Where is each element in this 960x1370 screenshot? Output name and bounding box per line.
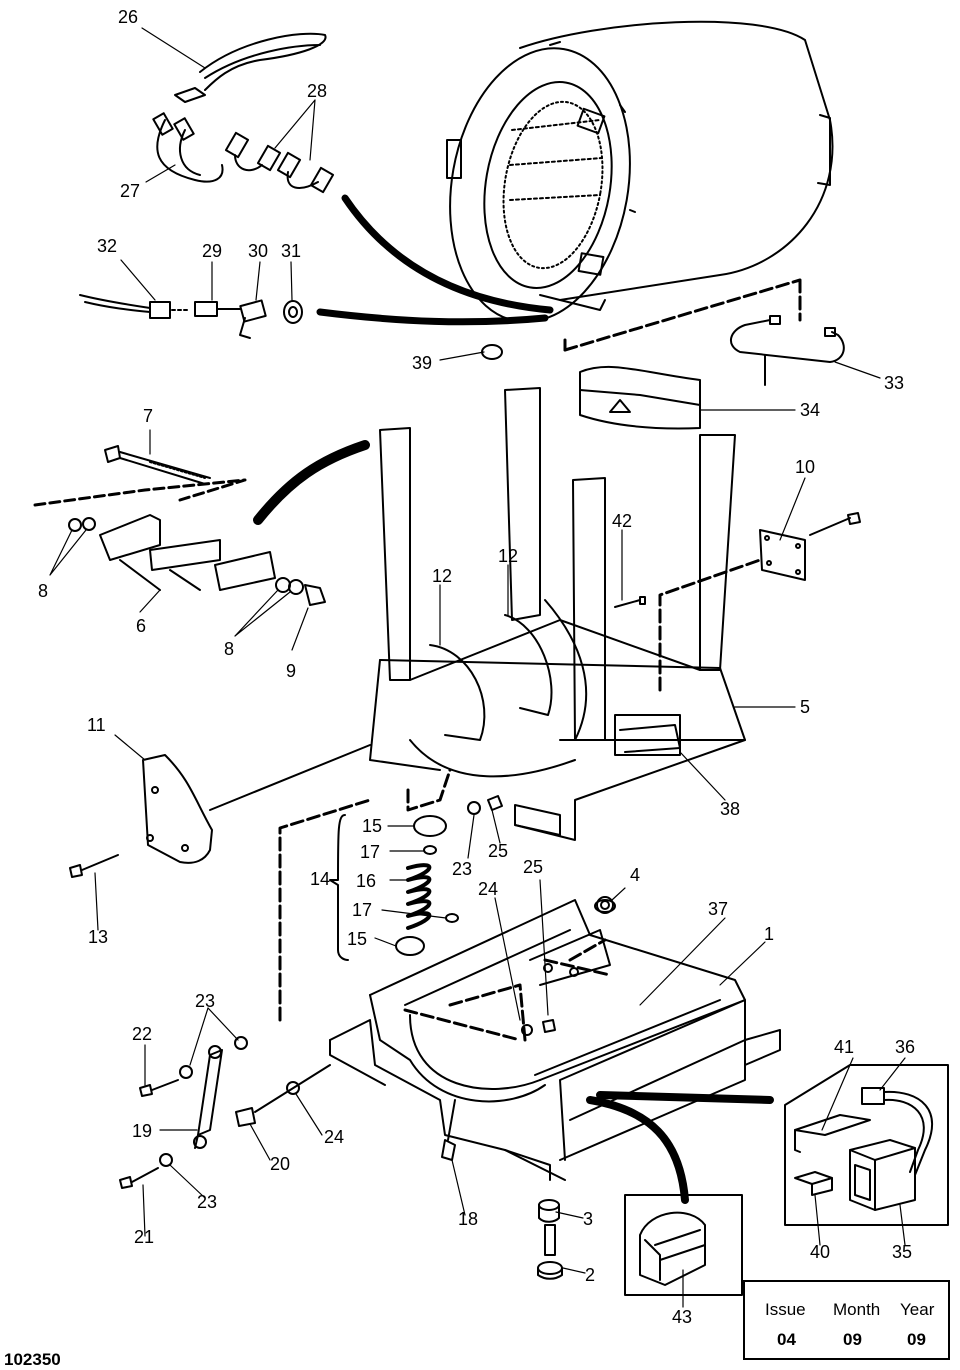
callout-21: 21 bbox=[134, 1227, 155, 1247]
callout-29: 29 bbox=[202, 241, 223, 261]
bolt-7 bbox=[104, 445, 211, 485]
callout-27: 27 bbox=[120, 181, 141, 201]
harness-36 bbox=[861, 1087, 934, 1176]
arrow-line-5 bbox=[596, 1091, 774, 1104]
callout-8a: 8 bbox=[38, 581, 49, 601]
wire-set-28 bbox=[224, 131, 335, 194]
callout-40: 40 bbox=[810, 1242, 831, 1262]
issue-box: Issue Month Year 04 09 09 bbox=[743, 1280, 950, 1360]
wire-frame-33 bbox=[730, 315, 845, 386]
callout-34: 34 bbox=[800, 400, 821, 420]
callout-33: 33 bbox=[884, 373, 905, 393]
callout-15a: 15 bbox=[362, 816, 383, 836]
callout-24b: 24 bbox=[324, 1127, 345, 1147]
cabinet-frame-5 bbox=[369, 387, 746, 841]
base-frame-1 bbox=[329, 896, 781, 1181]
callout-41: 41 bbox=[834, 1037, 855, 1057]
callout-38: 38 bbox=[720, 799, 741, 819]
issue-header: Issue bbox=[765, 1300, 806, 1319]
callout-12b: 12 bbox=[498, 546, 519, 566]
callout-4: 4 bbox=[630, 865, 641, 885]
callout-14: 14 bbox=[310, 869, 331, 889]
bracket-40 bbox=[794, 1171, 833, 1196]
plug-39 bbox=[481, 344, 503, 360]
callout-3: 3 bbox=[583, 1209, 594, 1229]
bracket-41 bbox=[794, 1114, 871, 1153]
callout-20: 20 bbox=[270, 1154, 291, 1174]
callout-16: 16 bbox=[356, 871, 377, 891]
callout-18: 18 bbox=[458, 1209, 479, 1229]
callout-43: 43 bbox=[672, 1307, 693, 1327]
callout-28: 28 bbox=[307, 81, 328, 101]
callout-11: 11 bbox=[87, 715, 106, 735]
callout-23a: 23 bbox=[452, 859, 473, 879]
callout-32: 32 bbox=[97, 236, 118, 256]
callout-10: 10 bbox=[795, 457, 816, 477]
callout-39: 39 bbox=[412, 353, 433, 373]
callout-35: 35 bbox=[892, 1242, 913, 1262]
callout-17b: 17 bbox=[352, 900, 373, 920]
month-header: Month bbox=[833, 1300, 881, 1319]
part-43 bbox=[639, 1211, 706, 1286]
bracket-assembly-6 bbox=[68, 514, 326, 606]
transformer-35 bbox=[849, 1139, 916, 1211]
callout-5: 5 bbox=[800, 697, 811, 717]
callout-1: 1 bbox=[764, 924, 775, 944]
callout-25b: 25 bbox=[523, 857, 544, 877]
linkage-19 bbox=[119, 1036, 331, 1189]
year-header: Year bbox=[900, 1300, 935, 1319]
callout-8b: 8 bbox=[224, 639, 235, 659]
drum-assembly bbox=[446, 20, 834, 323]
arrow-curve-3 bbox=[253, 440, 370, 525]
figure-id: 102350 bbox=[4, 1350, 61, 1369]
plate-10 bbox=[759, 512, 861, 581]
arrow-curve-4 bbox=[586, 1096, 689, 1204]
callout-37: 37 bbox=[708, 899, 729, 919]
callout-30: 30 bbox=[248, 241, 269, 261]
callout-22: 22 bbox=[132, 1024, 153, 1044]
arrow-curve-1 bbox=[341, 194, 554, 314]
bracket-34 bbox=[579, 365, 701, 430]
callout-24a: 24 bbox=[478, 879, 499, 899]
callout-36: 36 bbox=[895, 1037, 916, 1057]
callout-13: 13 bbox=[88, 927, 109, 947]
callout-9: 9 bbox=[286, 661, 297, 681]
callout-23c: 23 bbox=[197, 1192, 218, 1212]
arrow-curve-2 bbox=[316, 308, 549, 326]
sensor-assembly bbox=[79, 294, 303, 339]
callout-12a: 12 bbox=[432, 566, 453, 586]
callout-6: 6 bbox=[136, 616, 147, 636]
callout-25a: 25 bbox=[488, 841, 509, 861]
month-value: 09 bbox=[843, 1330, 862, 1349]
inset-box-35-41 bbox=[784, 1064, 949, 1226]
issue-value: 04 bbox=[777, 1330, 796, 1349]
callout-19: 19 bbox=[132, 1121, 153, 1141]
callout-23b: 23 bbox=[195, 991, 216, 1011]
callout-31: 31 bbox=[281, 241, 302, 261]
callout-17a: 17 bbox=[360, 842, 381, 862]
year-value: 09 bbox=[907, 1330, 926, 1349]
callout-15b: 15 bbox=[347, 929, 368, 949]
callout-26: 26 bbox=[118, 7, 139, 27]
plate-11 bbox=[69, 744, 371, 878]
callout-2: 2 bbox=[585, 1265, 596, 1285]
callout-42: 42 bbox=[612, 511, 633, 531]
heating-element-26 bbox=[152, 32, 327, 183]
callout-7: 7 bbox=[143, 406, 154, 426]
